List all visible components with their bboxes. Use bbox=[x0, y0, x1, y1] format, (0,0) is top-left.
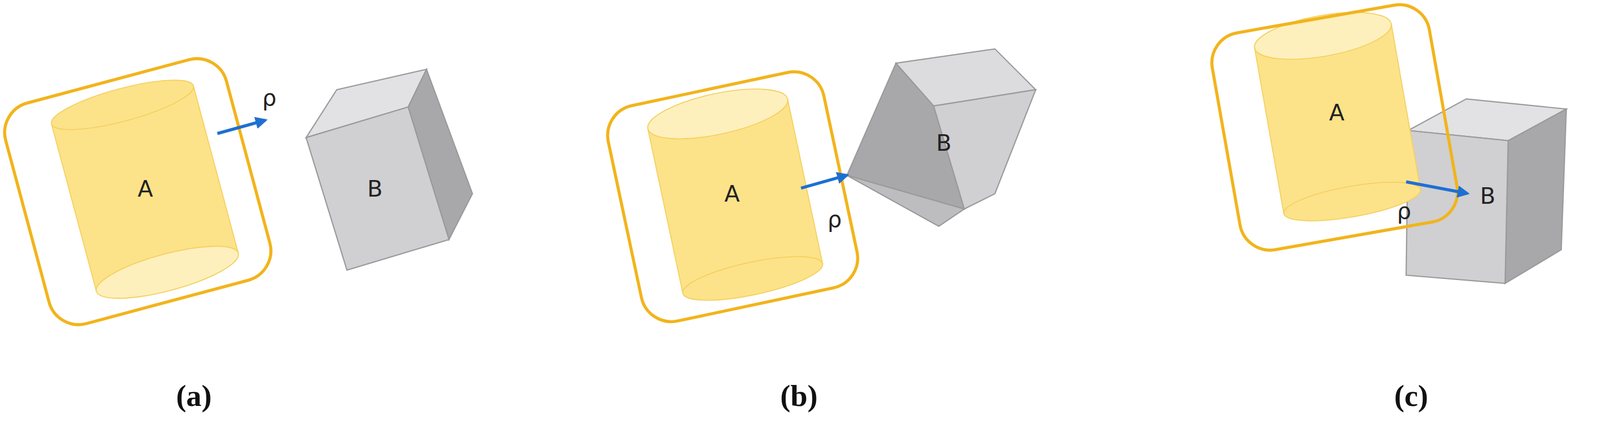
offset-outline bbox=[1206, 0, 1463, 256]
box-b-shape bbox=[1405, 98, 1567, 284]
node-label: B bbox=[936, 129, 952, 156]
cylinder-a-shape bbox=[46, 70, 243, 310]
box-b-shape bbox=[306, 69, 473, 271]
box-node: B bbox=[326, 142, 424, 235]
box-node: B bbox=[846, 86, 1042, 200]
distance-arrow bbox=[217, 120, 266, 134]
distance-arrow bbox=[1405, 181, 1468, 194]
cylinder-node: A bbox=[76, 96, 214, 281]
distance-arrow bbox=[801, 175, 847, 188]
cylinder-a-shape bbox=[1251, 3, 1424, 229]
cylinder-node: A bbox=[1267, 20, 1406, 205]
box-b-shape bbox=[846, 49, 1036, 227]
node-label: B bbox=[367, 175, 383, 202]
node-label: A bbox=[137, 175, 154, 202]
distance-label: ρ bbox=[262, 85, 277, 111]
panel-label: (b) bbox=[780, 378, 818, 414]
panel-label: (c) bbox=[1394, 378, 1429, 414]
cylinder-a-shape bbox=[643, 79, 826, 310]
panel-label: (a) bbox=[175, 378, 212, 414]
offset-outline bbox=[0, 51, 278, 332]
offset-outline bbox=[602, 66, 864, 328]
distance-label: ρ bbox=[1397, 198, 1412, 224]
node-label: A bbox=[724, 181, 740, 207]
box-node: B bbox=[1467, 168, 1509, 226]
distance-label: ρ bbox=[827, 206, 843, 233]
cylinder-node: A bbox=[663, 102, 802, 286]
node-label: A bbox=[1329, 99, 1345, 125]
node-label: B bbox=[1480, 183, 1496, 209]
